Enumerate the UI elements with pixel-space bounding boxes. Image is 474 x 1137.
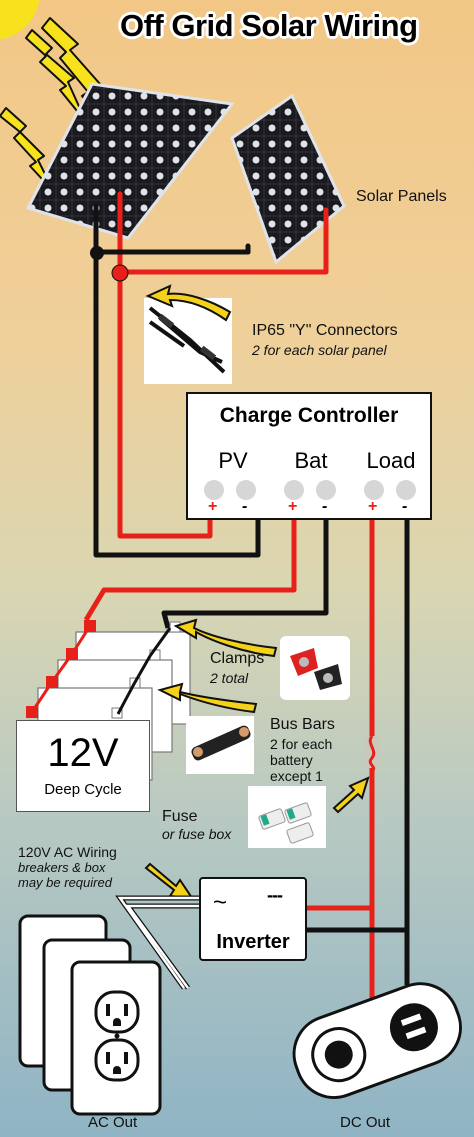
charge-controller: Charge Controller PV Bat Load + - + - + … (186, 392, 432, 520)
connectors-note: 2 for each solar panel (252, 342, 387, 358)
bus-bars-note: battery (270, 752, 313, 768)
arrow-to-inverter (144, 862, 194, 900)
inverter: ~ --- Inverter (199, 877, 307, 961)
fuses-image (248, 786, 326, 848)
ac-wiring-label: 120V AC Wiring (18, 844, 117, 860)
dc-out-label: DC Out (340, 1114, 391, 1131)
battery-front: 12V Deep Cycle (16, 720, 150, 812)
bus-bars-note: 2 for each (270, 736, 333, 752)
ac-symbol-icon: ~ (213, 889, 228, 916)
fuse-symbol (365, 735, 379, 772)
battery-voltage: 12V (47, 731, 119, 775)
terminal-sign: + (368, 498, 378, 515)
panel-negative-wire (93, 203, 261, 558)
terminal-sign: + (208, 498, 218, 515)
terminal-label-load: Load (366, 448, 416, 473)
solar-panels-label: Solar Panels (356, 188, 447, 205)
terminal-sign: - (322, 498, 328, 515)
positive-junction (111, 264, 129, 282)
ac-wiring-lines-white (117, 896, 199, 989)
bus-bars-note: except 1 (270, 768, 323, 784)
panel2-positive-wire (117, 207, 329, 275)
clamps-note: 2 total (210, 670, 249, 686)
ac-out-label: AC Out (88, 1114, 138, 1131)
bus-bar-wires (30, 625, 172, 715)
pointer-arrows (144, 284, 370, 900)
arrow-to-connector (145, 284, 232, 322)
sun-icon (0, 0, 40, 40)
fuse-note: or fuse box (162, 826, 232, 842)
arrow-to-clamp (173, 618, 278, 658)
connectors-label: IP65 "Y" Connectors (252, 322, 398, 339)
solar-panel-left (25, 82, 235, 240)
outlet-icon (94, 990, 140, 1082)
inverter-label: Inverter (216, 931, 290, 953)
terminal-sign: + (288, 498, 298, 515)
solar-panel-right (230, 93, 346, 265)
arrow-to-busbar (157, 682, 258, 714)
terminal-sign: - (242, 498, 248, 515)
page-title: Off Grid Solar Wiring (120, 8, 418, 43)
dc-outlet (292, 982, 462, 1099)
bus-bars-label: Bus Bars (270, 716, 335, 733)
terminal-label-bat: Bat (294, 448, 328, 473)
panel-positive-wire (117, 191, 213, 539)
battery-type: Deep Cycle (44, 781, 122, 798)
terminal-sign: - (402, 498, 408, 515)
battery-positive-wire (83, 520, 297, 622)
ac-wiring-note: breakers & box (18, 860, 106, 875)
ac-wiring-note: may be required (18, 875, 112, 890)
bus-bar-image (186, 716, 254, 774)
arrow-to-fuse (332, 776, 370, 814)
clamps-label: Clamps (210, 650, 265, 667)
battery-negative-wire (161, 520, 329, 629)
charge-controller-title: Charge Controller (219, 404, 399, 427)
clamps-image (280, 636, 350, 700)
fuse-label: Fuse (162, 808, 198, 825)
terminal-label-pv: PV (218, 448, 248, 473)
dc-symbol-icon: --- (267, 885, 283, 905)
negative-junction (90, 246, 104, 260)
terminal-screws (204, 480, 416, 500)
